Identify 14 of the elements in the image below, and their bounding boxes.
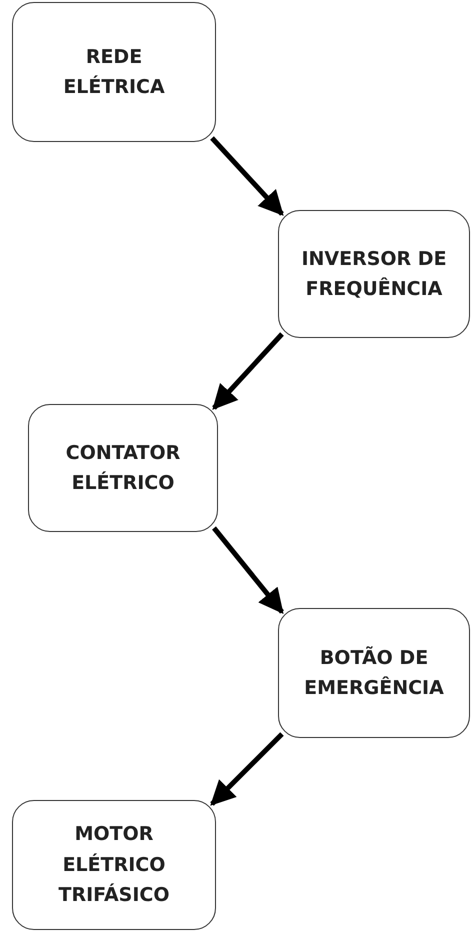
- process-box: [28, 404, 218, 532]
- process-box: [12, 800, 216, 930]
- process-box: [12, 2, 216, 142]
- process-box: [278, 210, 470, 338]
- node-label: MOTOR ELÉTRICO TRIFÁSICO: [57, 822, 170, 908]
- arrow: [212, 332, 284, 410]
- node-label: CONTATOR ELÉTRICO: [64, 440, 182, 496]
- node-label: REDE ELÉTRICA: [62, 44, 166, 100]
- node-label: INVERSOR DE FREQUÊNCIA: [300, 246, 448, 302]
- arrow: [210, 732, 284, 806]
- process-box: [278, 608, 470, 738]
- node-label: BOTÃO DE EMERGÊNCIA: [303, 645, 445, 701]
- arrow: [212, 526, 284, 614]
- arrow: [210, 136, 284, 216]
